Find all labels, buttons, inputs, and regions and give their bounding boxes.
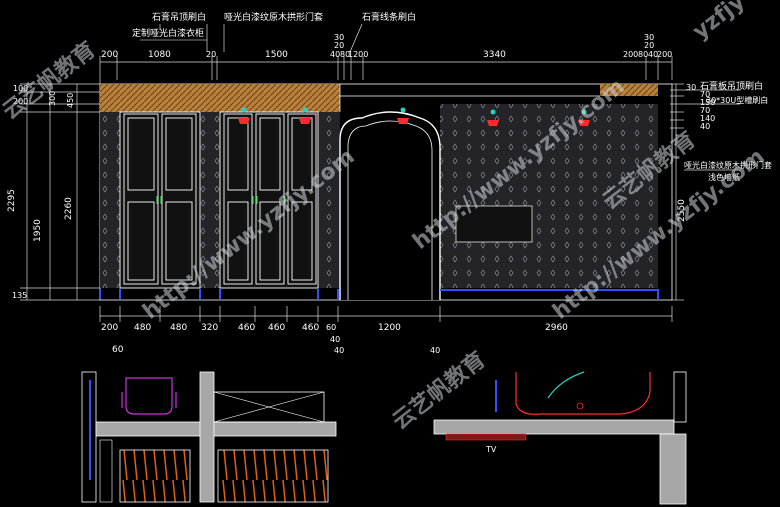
label-gypsum-board-ceiling: 石膏板吊顶刷白 (700, 80, 763, 92)
bottom-dimension-lines (99, 306, 673, 322)
dim-top-1500: 1500 (265, 50, 288, 60)
dim-right-30: 30 (686, 83, 696, 92)
dim-right-140: 140 (700, 114, 715, 123)
dim-top-30: 30 (334, 33, 344, 42)
dim-top-3340: 3340 (483, 50, 506, 60)
top-dimension-lines (99, 56, 673, 85)
wardrobe-right (219, 111, 319, 289)
dim-left-1950: 1950 (33, 219, 43, 242)
label-gypsum-moulding: 石膏线条刷白 (362, 11, 416, 23)
dim-bottom-320: 320 (201, 323, 218, 333)
left-dimension-lines (20, 83, 100, 301)
dim-left-2295: 2295 (7, 189, 17, 212)
dim-left-2260: 2260 (64, 197, 74, 220)
arch-door-inner (347, 120, 433, 300)
dim-top-200rr: 200 (657, 50, 672, 59)
pendant-lamps (238, 107, 590, 126)
label-arch-door-frame: 哑光白漆纹原木拱形门套 (224, 11, 323, 23)
dim-top-1200: 1200 (348, 50, 368, 59)
plan-view: TV (81, 371, 687, 505)
label-u-groove: 30*30U型槽刷白 (706, 95, 768, 105)
top-leader-lines (140, 23, 363, 53)
tv-label: TV (485, 445, 497, 454)
dim-top-40r: 40 (648, 50, 658, 59)
dim-right-70b: 70 (700, 106, 710, 115)
label-gypsum-ceiling: 石膏吊顶刷白 (152, 11, 206, 23)
wardrobe-left-handles (156, 196, 162, 204)
dim-bottom-460b: 460 (268, 323, 285, 333)
dim-top-30r: 30 (644, 33, 654, 42)
dim-right-150: 150 (700, 98, 715, 107)
dim-right-2550: 2550 (677, 199, 687, 222)
dim-bottom-480a: 480 (134, 323, 151, 333)
wallpaper-panel (440, 104, 658, 288)
wall-strip-left (100, 112, 120, 288)
dim-top-80: 80 (340, 50, 350, 59)
dim-left-450: 450 (66, 93, 75, 108)
dim-right-70: 70 (700, 90, 710, 99)
dim-top-200: 200 (101, 50, 118, 60)
lamp-arc-icon (547, 371, 585, 399)
arch-door-frame (339, 111, 441, 300)
label-arch-frame-right: 哑光白漆纹原木拱形门套 (684, 160, 772, 170)
chair-icon (125, 377, 173, 415)
dim-top-20: 20 (206, 50, 216, 59)
dim-bottom-480b: 480 (170, 323, 187, 333)
tv-recess (455, 205, 533, 243)
dim-left-100: 100 (13, 84, 28, 93)
ceiling-hatch-left (100, 84, 340, 112)
watermark-corner: yzfjy (688, 0, 750, 45)
dim-bottom-60b: 60 (112, 345, 124, 355)
wardrobe-right-handles (252, 196, 286, 204)
dim-top-200r: 200 (623, 50, 638, 59)
dim-bottom-1200: 1200 (378, 323, 401, 333)
dim-bottom-460c: 460 (302, 323, 319, 333)
dim-bottom-2960: 2960 (545, 323, 568, 333)
dim-bottom-40c: 40 (430, 346, 440, 355)
dim-top-20r: 20 (644, 41, 654, 50)
dim-top-1080: 1080 (148, 50, 171, 60)
sofa-icon (515, 372, 651, 415)
dim-bottom-40b: 40 (334, 346, 344, 355)
ceiling-hatch-right (600, 84, 658, 96)
wall-strip-right (318, 112, 340, 288)
wall-strip-mid (200, 112, 220, 288)
dim-top-20b: 20 (334, 41, 344, 50)
dim-left-300: 300 (48, 91, 57, 106)
label-wardrobe: 定制哑光白漆衣柜 (132, 27, 204, 39)
label-wallpaper: 浅色墙纸 (708, 172, 740, 182)
dim-bottom-460a: 460 (238, 323, 255, 333)
dim-bottom-60: 60 (326, 323, 336, 332)
dim-top-80r: 80 (638, 50, 648, 59)
dim-left-135: 135 (12, 291, 27, 300)
floor-legs (99, 289, 659, 299)
dim-bottom-200: 200 (101, 323, 118, 333)
dim-top-40: 40 (330, 50, 340, 59)
wardrobe-left (119, 111, 201, 289)
dim-bottom-40a: 40 (330, 335, 340, 344)
dim-left-200: 200 (13, 97, 28, 106)
right-dimension-lines (670, 83, 740, 301)
dim-right-40: 40 (700, 122, 710, 131)
